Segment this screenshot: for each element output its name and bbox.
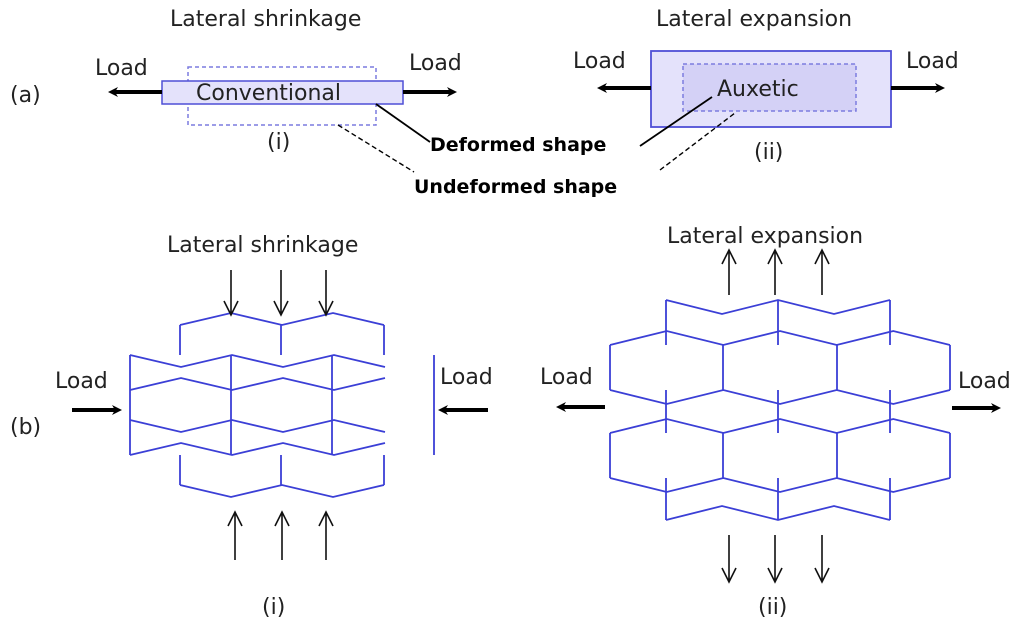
conventional-honeycomb-lattice bbox=[129, 312, 435, 498]
lattice-row-line bbox=[129, 377, 386, 391]
leader-undeformed-conventional bbox=[337, 124, 415, 173]
expand-arrow-down bbox=[721, 535, 737, 584]
leader-deformed-conventional bbox=[375, 103, 431, 143]
undeformed-shape-label: Undeformed shape bbox=[414, 176, 617, 198]
a-right-title: Lateral expansion bbox=[656, 7, 852, 32]
auxetic-reentrant-lattice bbox=[609, 299, 951, 521]
b-right-load-right: Load bbox=[958, 369, 1011, 394]
b-right-sub-label: (ii) bbox=[758, 595, 787, 620]
b-left-load-right: Load bbox=[440, 365, 493, 390]
a-right-load-right: Load bbox=[906, 49, 959, 74]
shrink-arrow-up bbox=[227, 510, 243, 560]
shrink-arrow-up bbox=[318, 510, 334, 560]
reentrant-row-line bbox=[609, 418, 951, 434]
shrink-arrow-down bbox=[223, 270, 239, 317]
lattice-row-line bbox=[179, 484, 385, 498]
shrink-arrow-down bbox=[318, 270, 334, 317]
a-left-load-right: Load bbox=[409, 51, 462, 76]
leader-deformed-auxetic bbox=[639, 96, 713, 147]
a-right-sub-label: (ii) bbox=[754, 140, 783, 165]
a-left-sub-label: (i) bbox=[267, 130, 290, 155]
lattice-row-line bbox=[129, 419, 386, 433]
reentrant-row-line bbox=[609, 330, 951, 346]
deformed-shape-label: Deformed shape bbox=[430, 134, 606, 156]
b-left-shrink-arrows bbox=[223, 270, 334, 560]
expand-arrow-up bbox=[767, 248, 783, 295]
reentrant-row-line bbox=[609, 389, 951, 405]
a-right-box-text: Auxetic bbox=[717, 77, 799, 102]
b-left-load-left: Load bbox=[55, 369, 108, 394]
b-right-title: Lateral expansion bbox=[667, 224, 863, 249]
a-left-title: Lateral shrinkage bbox=[170, 7, 361, 32]
expand-arrow-down bbox=[814, 535, 830, 584]
expand-arrow-up bbox=[814, 248, 830, 295]
lattice-row-line bbox=[179, 312, 385, 326]
b-right-expand-arrows bbox=[721, 248, 830, 584]
expand-arrow-down bbox=[767, 535, 783, 584]
b-right-load-left: Load bbox=[540, 365, 593, 390]
lattice-row-line bbox=[129, 442, 386, 456]
a-left-box-text: Conventional bbox=[196, 81, 341, 106]
part-b-label: (b) bbox=[10, 415, 41, 440]
b-left-sub-label: (i) bbox=[262, 595, 285, 620]
undeformed-shape-auxetic bbox=[682, 63, 857, 112]
shrink-arrow-down bbox=[273, 270, 289, 317]
lattice-row-line bbox=[129, 354, 386, 368]
shrink-arrow-up bbox=[274, 510, 290, 560]
b-left-title: Lateral shrinkage bbox=[167, 233, 358, 258]
a-right-load-left: Load bbox=[573, 49, 626, 74]
expand-arrow-up bbox=[721, 248, 737, 295]
reentrant-row-line bbox=[609, 477, 951, 493]
a-left-load-left: Load bbox=[95, 56, 148, 81]
part-a-label: (a) bbox=[10, 83, 41, 108]
